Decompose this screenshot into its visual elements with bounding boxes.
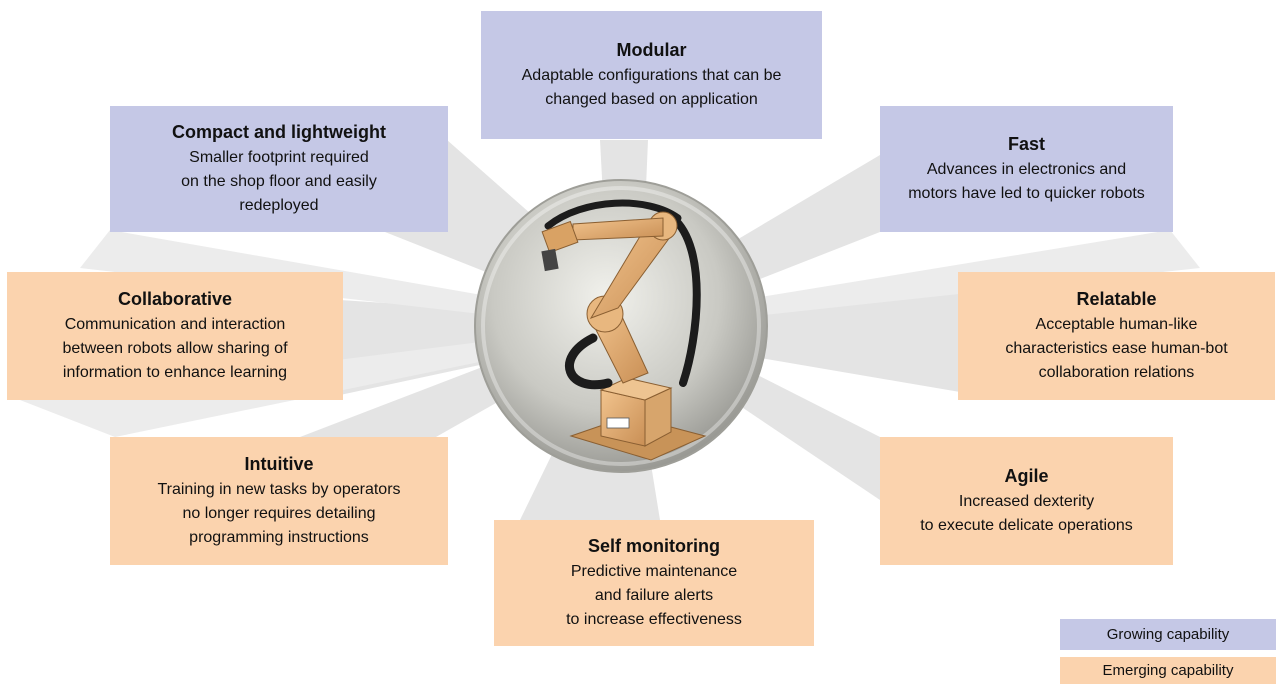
legend-emerging: Emerging capability xyxy=(1060,657,1276,684)
capability-relatable: Relatable Acceptable human-like characte… xyxy=(958,272,1275,400)
legend-growing: Growing capability xyxy=(1060,619,1276,650)
legend-emerging-label: Emerging capability xyxy=(1102,662,1234,679)
capability-modular: Modular Adaptable configurations that ca… xyxy=(481,11,822,139)
capability-title: Collaborative xyxy=(117,289,233,309)
capability-description: Advances in electronics and motors have … xyxy=(908,161,1145,202)
capability-agile: Agile Increased dexterity to execute del… xyxy=(880,437,1173,565)
capability-title: Modular xyxy=(616,40,687,60)
capability-title: Agile xyxy=(1004,466,1049,486)
capability-title: Self monitoring xyxy=(588,536,720,556)
industrial-robot-arm-icon xyxy=(474,179,768,473)
robot-circle xyxy=(473,178,769,474)
capability-compact-lightweight: Compact and lightweight Smaller footprin… xyxy=(110,106,448,232)
capability-collaborative: Collaborative Communication and interact… xyxy=(7,272,343,400)
capability-description: Training in new tasks by operators no lo… xyxy=(157,481,401,546)
capability-self-monitoring: Self monitoring Predictive maintenance a… xyxy=(494,520,814,646)
capability-title: Intuitive xyxy=(244,454,314,474)
capability-description: Smaller footprint required on the shop f… xyxy=(181,149,377,214)
capability-description: Predictive maintenance and failure alert… xyxy=(566,563,742,628)
capability-title: Compact and lightweight xyxy=(172,122,386,142)
capability-description: Acceptable human-like characteristics ea… xyxy=(1005,316,1228,381)
capability-description: Increased dexterity to execute delicate … xyxy=(920,493,1133,534)
capability-title: Fast xyxy=(1007,134,1045,154)
capability-fast: Fast Advances in electronics and motors … xyxy=(880,106,1173,232)
legend-growing-label: Growing capability xyxy=(1106,626,1230,643)
capability-description: Adaptable configurations that can be cha… xyxy=(521,67,782,108)
capability-intuitive: Intuitive Training in new tasks by opera… xyxy=(110,437,448,565)
ray-relatable xyxy=(625,275,960,392)
capability-description: Communication and interaction between ro… xyxy=(62,316,288,381)
capability-title: Relatable xyxy=(1076,289,1157,309)
